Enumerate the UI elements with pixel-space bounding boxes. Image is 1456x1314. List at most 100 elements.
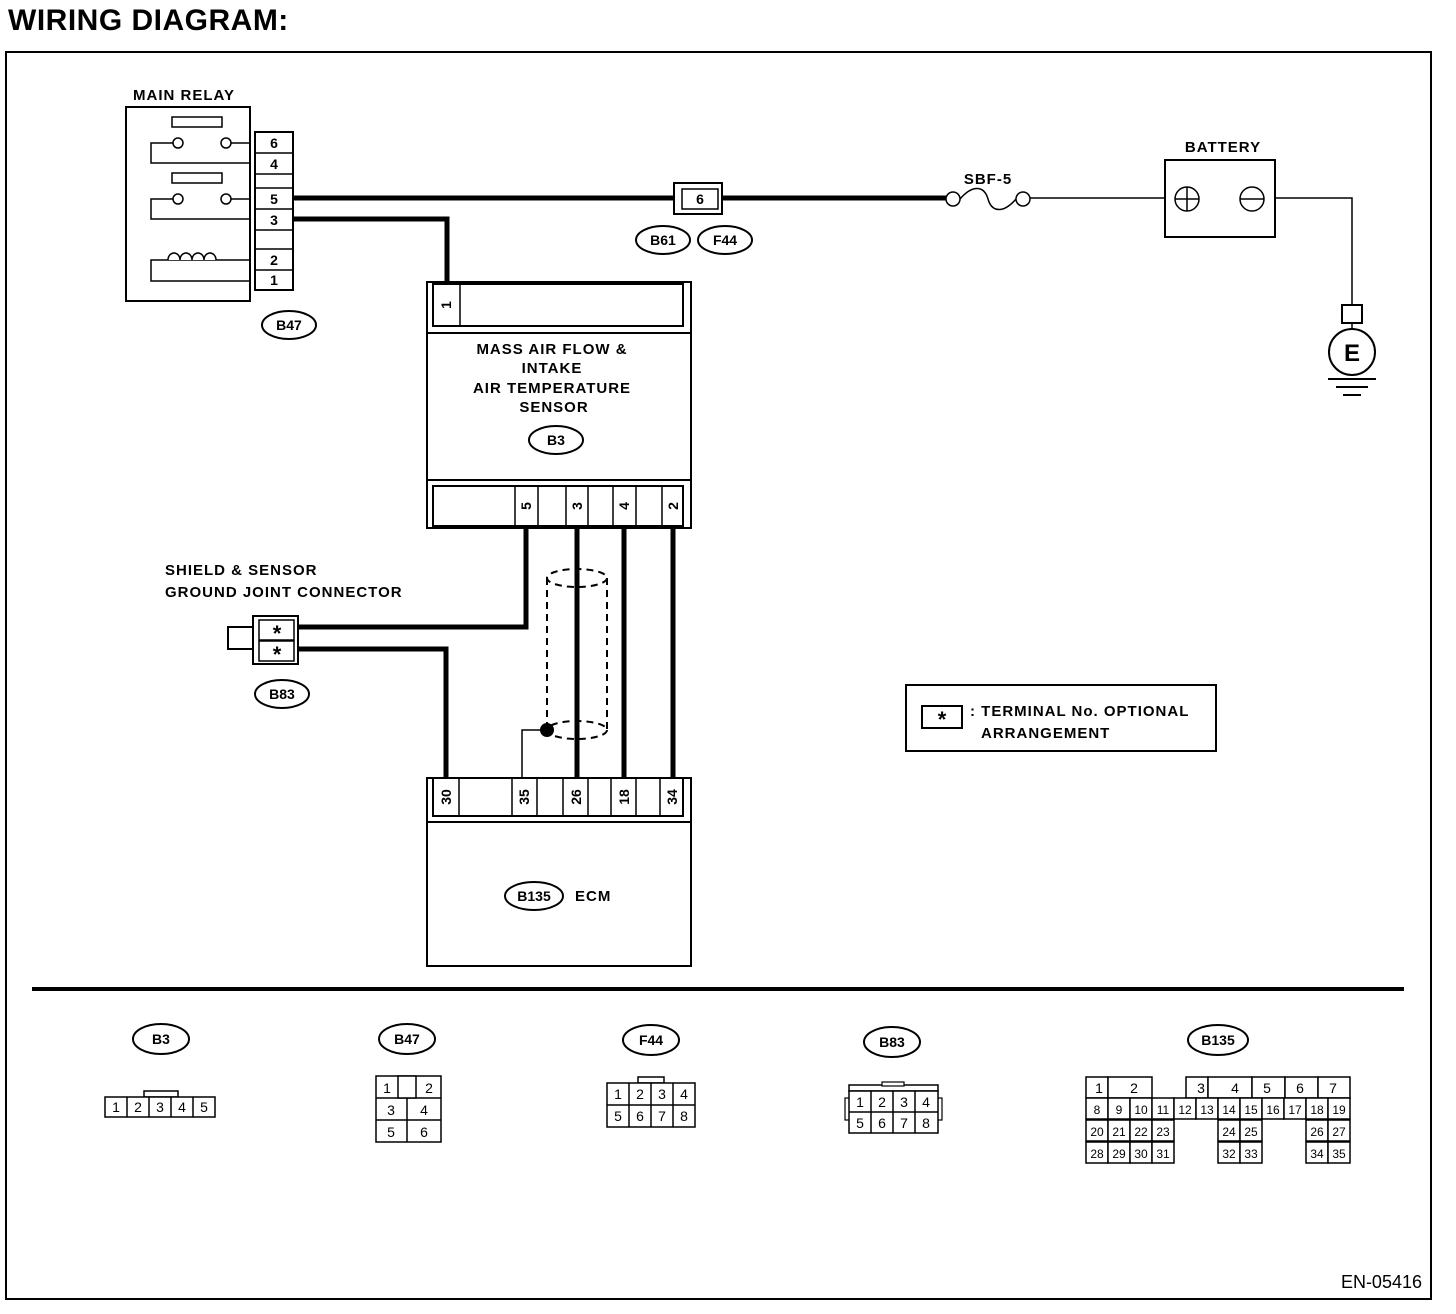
- connector-view-cell: 22: [1134, 1125, 1148, 1139]
- shield-connector: SHIELD & SENSOR GROUND JOINT CONNECTOR *…: [165, 562, 403, 709]
- connector-view-cell: 1: [1095, 1080, 1103, 1096]
- legend-text-line: ARRANGEMENT: [981, 725, 1110, 742]
- connector-view-cell: 5: [387, 1124, 395, 1140]
- connector-view-cell: 17: [1288, 1103, 1302, 1117]
- shield-connector-title-line: GROUND JOINT CONNECTOR: [165, 584, 403, 601]
- connector-view-cell: 29: [1112, 1147, 1126, 1161]
- maf-title-line: INTAKE: [522, 360, 583, 377]
- connector-view-cell: 28: [1090, 1147, 1104, 1161]
- main-relay-title: MAIN RELAY: [133, 87, 235, 104]
- fuse-label: SBF-5: [964, 171, 1012, 188]
- ground-symbol: E: [1344, 340, 1360, 367]
- connector-view-tag: B135: [1201, 1032, 1235, 1048]
- connector-view-cell: 10: [1134, 1103, 1148, 1117]
- connector-view-cell: 6: [636, 1108, 644, 1124]
- connector-view-cell: 3: [387, 1102, 395, 1118]
- connector-view-cell: 4: [1231, 1080, 1239, 1096]
- ecm-pin: 35: [516, 789, 532, 805]
- maf-pin: 2: [665, 502, 681, 510]
- relay-pin: 6: [270, 135, 278, 151]
- connector-view-cell: 13: [1200, 1103, 1214, 1117]
- relay-pin: 5: [270, 191, 278, 207]
- shield-splice-dot: [540, 723, 554, 737]
- relay-connector-tag: B47: [276, 317, 302, 333]
- connector-view-cell: 32: [1222, 1147, 1236, 1161]
- connector-view-cell: 30: [1134, 1147, 1148, 1161]
- joint-connector-tag-left: B61: [650, 232, 676, 248]
- maf-pin: 4: [616, 502, 632, 510]
- connector-views: B3 1 2 3 4 5 B47 1 2 3 4 5 6: [104, 1023, 1351, 1164]
- connector-view-cell: 19: [1332, 1103, 1346, 1117]
- connector-view-cell: 3: [1197, 1080, 1205, 1096]
- legend-symbol: *: [938, 707, 947, 732]
- connector-view-cell: 5: [1263, 1080, 1271, 1096]
- connector-view-cell: 34: [1310, 1147, 1324, 1161]
- shield-connector-tag: B83: [269, 686, 295, 702]
- maf-pin: 3: [569, 502, 585, 510]
- maf-title-line: AIR TEMPERATURE: [473, 380, 631, 397]
- joint-connector-pin: 6: [696, 191, 704, 207]
- maf-pin: 1: [438, 301, 454, 309]
- wires: [293, 195, 1353, 778]
- connector-view-cell: 2: [1130, 1080, 1138, 1096]
- connector-view-cell: 26: [1310, 1125, 1324, 1139]
- ecm: 30 35 26 18 34 B135 ECM: [426, 777, 692, 967]
- diagram-frame: [5, 51, 1432, 1300]
- connector-view-cell: 4: [922, 1094, 930, 1110]
- relay-pin: 4: [270, 156, 278, 172]
- connector-view-b83: B83 1 2 3 4 5 6 7 8: [844, 1026, 943, 1134]
- battery: BATTERY: [1164, 139, 1276, 238]
- battery-label: BATTERY: [1185, 139, 1261, 156]
- relay-pin: 2: [270, 252, 278, 268]
- joint-connector: 6 B61 F44: [635, 182, 753, 255]
- connector-view-cell: 6: [878, 1115, 886, 1131]
- connector-view-cell: 3: [900, 1094, 908, 1110]
- connector-view-cell: 4: [178, 1099, 186, 1115]
- connector-view-cell: 7: [658, 1108, 666, 1124]
- diagram-heading: WIRING DIAGRAM:: [8, 4, 289, 37]
- connector-view-cell: 25: [1244, 1125, 1258, 1139]
- main-relay: MAIN RELAY 6 4 5 3 2 1 B47: [125, 87, 317, 340]
- maf-title-line: MASS AIR FLOW &: [476, 341, 627, 358]
- connector-view-cell: 21: [1112, 1125, 1126, 1139]
- connector-view-cell: 1: [856, 1094, 864, 1110]
- connector-view-cell: 4: [420, 1102, 428, 1118]
- connector-view-cell: 5: [614, 1108, 622, 1124]
- connector-view-tag: B3: [152, 1031, 170, 1047]
- connector-view-b47: B47 1 2 3 4 5 6: [375, 1023, 442, 1143]
- connector-view-cell: 2: [134, 1099, 142, 1115]
- relay-pin: 3: [270, 212, 278, 228]
- connector-view-cell: 9: [1116, 1103, 1123, 1117]
- maf-sensor: 1 MASS AIR FLOW & INTAKE AIR TEMPERATURE…: [426, 281, 692, 529]
- connector-view-cell: 4: [680, 1086, 688, 1102]
- maf-connector-tag: B3: [547, 432, 565, 448]
- connector-view-cell: 8: [1094, 1103, 1101, 1117]
- connector-view-cell: 1: [383, 1080, 391, 1096]
- maf-pin: 5: [518, 502, 534, 510]
- ecm-pin: 34: [664, 789, 680, 805]
- connector-view-cell: 20: [1090, 1125, 1104, 1139]
- connector-view-cell: 7: [1329, 1080, 1337, 1096]
- connector-view-tag: B83: [879, 1034, 905, 1050]
- connector-view-cell: 27: [1332, 1125, 1346, 1139]
- connector-view-cell: 3: [156, 1099, 164, 1115]
- connector-view-cell: 8: [680, 1108, 688, 1124]
- connector-view-cell: 23: [1156, 1125, 1170, 1139]
- document-code: EN-05416: [1341, 1272, 1422, 1292]
- connector-view-cell: 2: [878, 1094, 886, 1110]
- maf-title-line: SENSOR: [519, 399, 588, 416]
- connector-view-cell: 31: [1156, 1147, 1170, 1161]
- connector-view-cell: 1: [614, 1086, 622, 1102]
- legend: * : TERMINAL No. OPTIONAL ARRANGEMENT: [905, 684, 1217, 752]
- connector-view-f44: F44 1 2 3 4 5 6 7 8: [606, 1024, 696, 1128]
- fuse: SBF-5: [945, 171, 1031, 211]
- connector-view-tag: B47: [394, 1031, 420, 1047]
- ecm-pin: 18: [616, 789, 632, 805]
- shield-connector-pin: *: [273, 621, 282, 646]
- legend-text-line: : TERMINAL No. OPTIONAL: [970, 703, 1189, 720]
- connector-view-cell: 5: [200, 1099, 208, 1115]
- connector-view-cell: 2: [636, 1086, 644, 1102]
- shield-connector-title-line: SHIELD & SENSOR: [165, 562, 318, 579]
- connector-view-cell: 33: [1244, 1147, 1258, 1161]
